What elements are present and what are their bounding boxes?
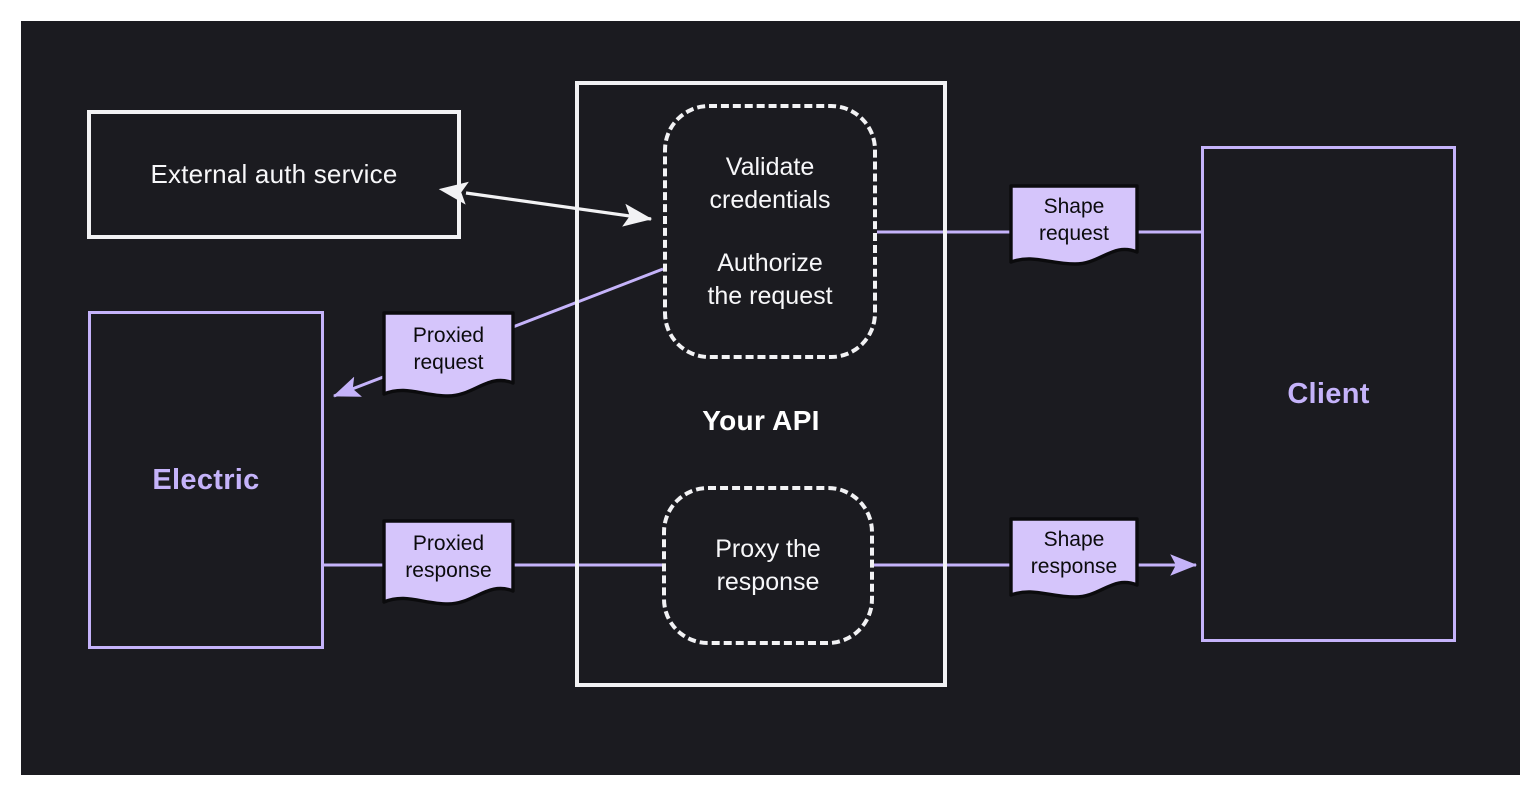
ribbon-shape [382, 519, 515, 606]
node-validate-authorize[interactable]: Validate credentials Authorize the reque… [663, 104, 877, 359]
ribbon-shape [1009, 517, 1139, 599]
edge-label-shape-response[interactable]: Shape response [1009, 517, 1139, 599]
node-validate-credentials-label: Validate credentials [709, 152, 831, 214]
edge-label-shape-request[interactable]: Shape request [1009, 184, 1139, 266]
edge-label-proxied-request[interactable]: Proxied request [382, 311, 515, 398]
node-your-api-container[interactable] [575, 81, 947, 687]
edge-label-proxied-response[interactable]: Proxied response [382, 519, 515, 606]
node-your-api-label: Your API [702, 405, 820, 436]
node-electric[interactable]: Electric [88, 311, 324, 649]
node-authorize-request-label: Authorize the request [707, 248, 833, 310]
node-proxy-the-response[interactable]: Proxy the response [662, 486, 874, 645]
node-client[interactable]: Client [1201, 146, 1456, 642]
node-external-auth-service[interactable]: External auth service [87, 110, 461, 239]
node-external-auth-service-label: External auth service [150, 159, 398, 189]
ribbon-shape [382, 311, 515, 398]
node-client-label: Client [1287, 377, 1370, 410]
node-proxy-the-response-label: Proxy the response [715, 534, 821, 596]
ribbon-shape [1009, 184, 1139, 266]
node-electric-label: Electric [152, 463, 260, 496]
